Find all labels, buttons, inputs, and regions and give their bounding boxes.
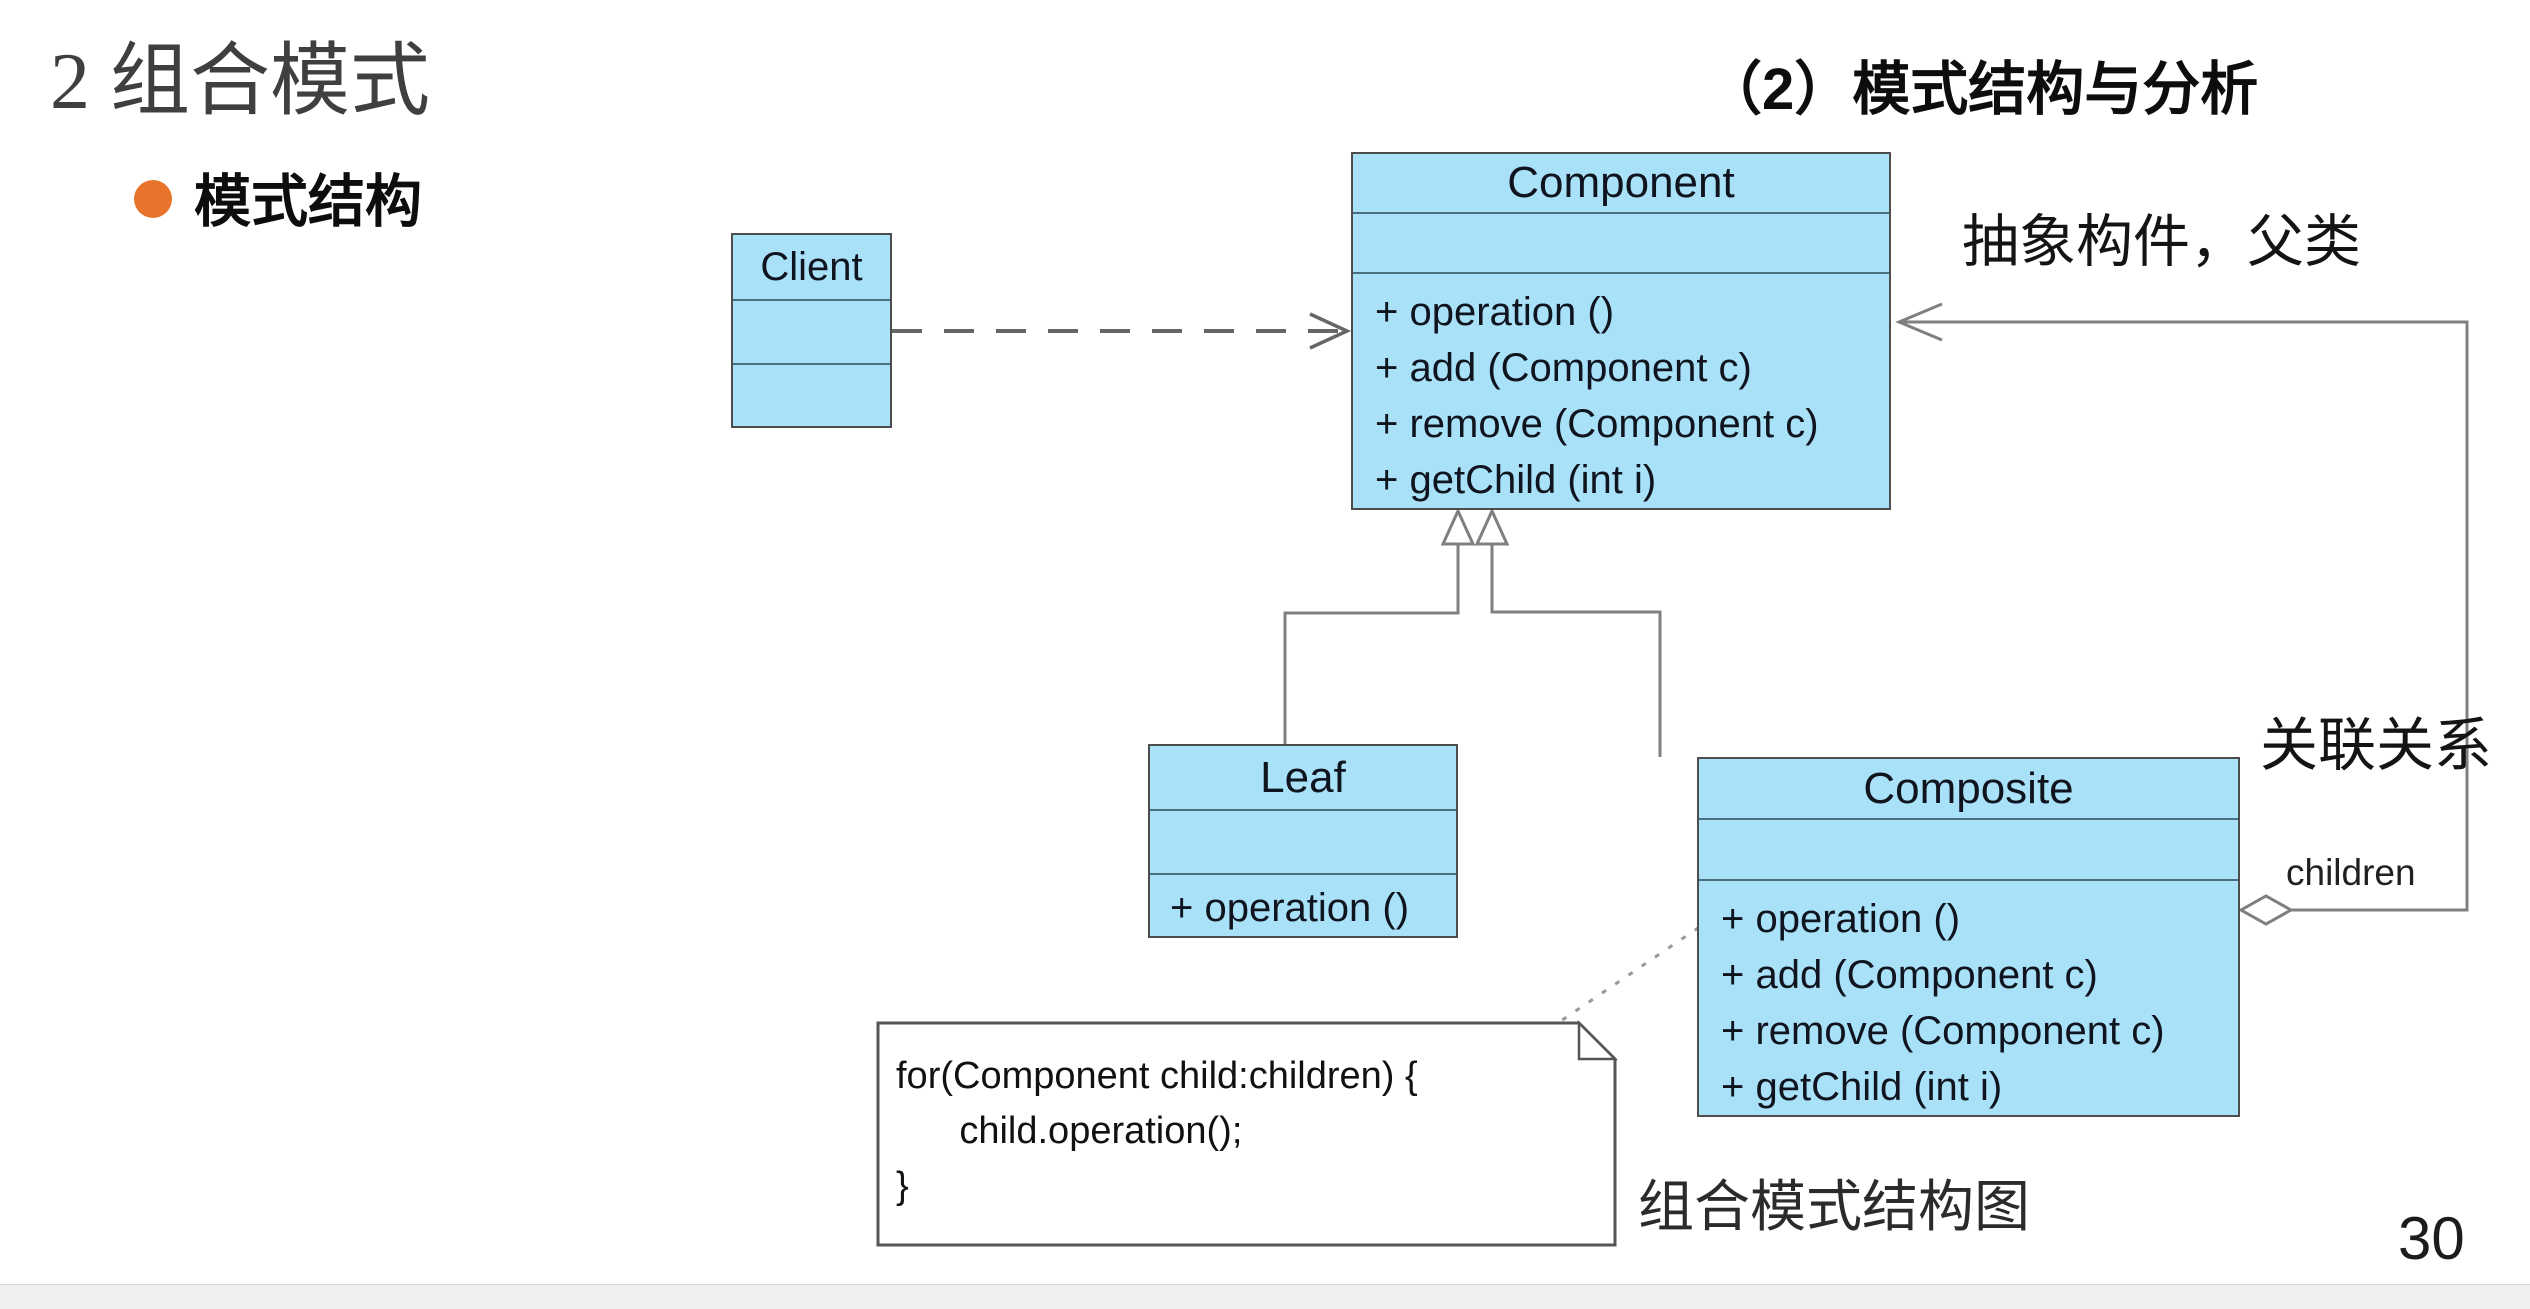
annotation-abstract-component: 抽象构件，父类 [1962, 210, 2361, 274]
method-item: + getChild (int i) [1721, 1065, 2003, 1109]
annotation-association: 关联关系 [2260, 713, 2493, 778]
class-methods-component: + operation () + add (Component c) + remov… [1353, 272, 1889, 508]
class-attributes-leaf [1150, 809, 1456, 873]
method-item: + remove (Component c) [1375, 402, 1819, 446]
method-item: + operation () [1721, 897, 1961, 941]
class-methods-client [733, 363, 890, 426]
generalization-triangle-left-icon [1440, 507, 1476, 546]
class-name-leaf: Leaf [1260, 752, 1346, 802]
class-methods-composite: + operation () + add (Component c) + remov… [1699, 879, 2238, 1115]
uml-note-code: for(Component child:children) { child.op… [878, 1023, 1615, 1245]
method-item: + add (Component c) [1721, 953, 2098, 997]
diagram-caption: 组合模式结构图 [1638, 1175, 2030, 1238]
class-attributes-component [1353, 212, 1889, 272]
uml-note-shape [876, 1021, 1617, 1247]
class-box-client: Client [731, 233, 892, 428]
dependency-arrowhead-icon [1309, 312, 1352, 350]
association-line-children [1902, 320, 2469, 912]
generalization-line-composite [1490, 544, 1662, 757]
class-name-component: Component [1507, 158, 1735, 208]
bullet-dot-icon [134, 180, 172, 218]
method-item: + operation () [1170, 886, 1410, 930]
method-item: + getChild (int i) [1375, 458, 1657, 502]
method-item: + remove (Component c) [1721, 1009, 2165, 1053]
code-line: } [896, 1165, 909, 1207]
class-box-composite: Composite + operation () + add (Component… [1697, 757, 2240, 1117]
note-dog-ear-icon [1577, 1019, 1619, 1061]
note-anchor-line [1548, 924, 1702, 1031]
class-box-leaf: Leaf + operation () [1148, 744, 1458, 938]
class-name-composite: Composite [1863, 763, 2074, 813]
code-line: child.operation(); [896, 1110, 1243, 1152]
association-arrowhead-icon [1895, 302, 1943, 342]
method-item: + add (Component c) [1375, 346, 1752, 390]
class-box-component: Component + operation () + add (Component… [1351, 152, 1891, 510]
bottom-edge-bar [0, 1284, 2530, 1309]
association-role-children: children [2286, 852, 2416, 893]
class-name-client: Client [760, 244, 863, 289]
class-methods-leaf: + operation () [1150, 873, 1456, 936]
class-attributes-composite [1699, 818, 2238, 879]
bullet-item-label: 模式结构 [194, 170, 422, 234]
section-heading: （2）模式结构与分析 [1704, 57, 2259, 122]
slide-title: 2 组合模式 [50, 38, 430, 126]
page-number: 30 [2398, 1205, 2465, 1272]
code-line: for(Component child:children) { [896, 1055, 1418, 1097]
class-attributes-client [733, 299, 890, 363]
generalization-triangle-right-icon [1474, 507, 1510, 546]
generalization-line-leaf [1283, 544, 1460, 744]
method-item: + operation () [1375, 290, 1615, 334]
aggregation-diamond-icon [2237, 894, 2295, 926]
